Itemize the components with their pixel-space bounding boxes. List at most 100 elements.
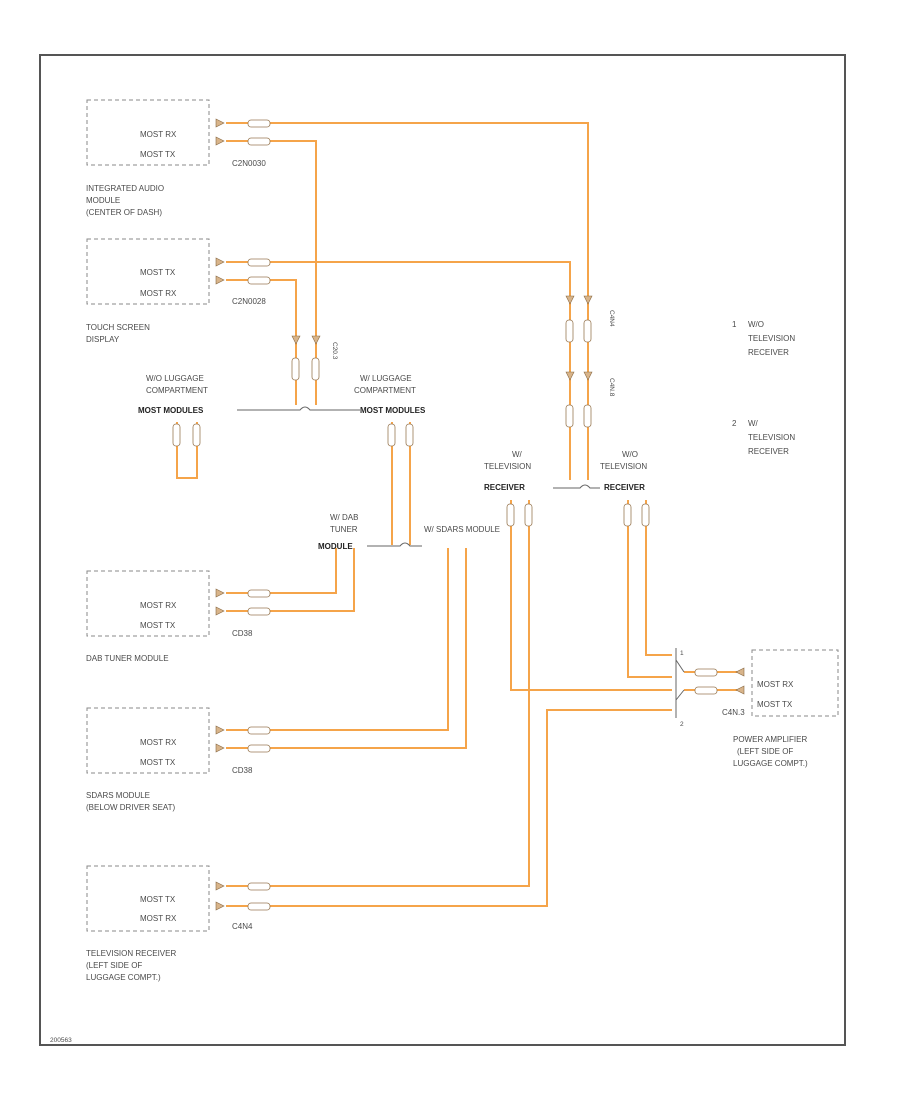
- tvr-module: MOST TX MOST RX C4N4 TELEVISION RECEIVER…: [86, 865, 253, 982]
- connector-pill: [565, 404, 574, 428]
- lug-w-label-3: MOST MODULES: [360, 406, 426, 415]
- pin-marker: [215, 881, 225, 891]
- connector-pill: [247, 276, 271, 285]
- connector-pill: [247, 258, 271, 267]
- dab-w-label-1: W/ DAB: [330, 513, 358, 522]
- amp-branch-n2: 2: [680, 721, 684, 728]
- connector-pill: [583, 319, 592, 343]
- sdars-w-label: W/ SDARS MODULE: [424, 525, 500, 534]
- inline-connectors: [172, 119, 718, 911]
- iam-connector: C2N0030: [232, 159, 266, 168]
- iam-caption-3: (CENTER OF DASH): [86, 208, 162, 217]
- wire-wo-loop: [176, 422, 198, 479]
- tsd-caption-2: DISPLAY: [86, 335, 120, 344]
- wire-label-c20-3: C20.3: [331, 342, 338, 360]
- pin-marker: [215, 901, 225, 911]
- pin-marker: [215, 743, 225, 753]
- connector-pill: [583, 404, 592, 428]
- amp-branch-n1: 1: [680, 650, 684, 657]
- tvr-box: [86, 865, 210, 932]
- wire-label-c4n4: C4N4: [608, 310, 615, 327]
- legend-num-1: 1: [732, 320, 737, 329]
- legend-item1-1: W/O: [748, 320, 764, 329]
- connector-pill: [405, 423, 414, 447]
- lug-w-label-2: COMPARTMENT: [354, 386, 416, 395]
- dab-module: MOST RX MOST TX CD38 DAB TUNER MODULE: [86, 570, 253, 663]
- wire-dab-2: [226, 548, 355, 612]
- amp-module: MOST RX MOST TX C4N.3 POWER AMPLIFIER (L…: [722, 649, 839, 768]
- junction-lines: [237, 406, 600, 547]
- connector-pill: [247, 119, 271, 128]
- legend-item2-2: TELEVISION: [748, 433, 795, 442]
- connector-pill: [247, 882, 271, 891]
- tv-wo-label-1: W/O: [622, 450, 638, 459]
- connector-pill: [247, 589, 271, 598]
- dab-w-label-3: MODULE: [318, 542, 353, 551]
- pin-marker: [735, 685, 745, 695]
- wire-tvr-2: [226, 709, 672, 907]
- wire-label-c4n8: C4N.8: [608, 378, 615, 397]
- sdars-caption-2: (BELOW DRIVER SEAT): [86, 803, 176, 812]
- tsd-pin2-label: MOST RX: [140, 289, 177, 298]
- wire-wotv-1: [627, 500, 672, 678]
- dab-pin2-label: MOST TX: [140, 621, 176, 630]
- pin-markers: [215, 118, 745, 911]
- pin-marker: [583, 295, 593, 305]
- sdars-connector: CD38: [232, 766, 253, 775]
- connector-pill: [291, 357, 300, 381]
- tv-w-label-2: TELEVISION: [484, 462, 531, 471]
- legend-item1-2: TELEVISION: [748, 334, 795, 343]
- wire-iam-rx: [226, 122, 589, 480]
- pin-marker: [291, 335, 301, 345]
- dab-box: [86, 570, 210, 637]
- sdars-box: [86, 707, 210, 774]
- junction-luggage: [237, 406, 360, 411]
- tvr-caption-1: TELEVISION RECEIVER: [86, 949, 176, 958]
- legend-item1-3: RECEIVER: [748, 348, 789, 357]
- amp-caption-1: POWER AMPLIFIER: [733, 735, 807, 744]
- pin-marker: [311, 335, 321, 345]
- pin-marker: [215, 257, 225, 267]
- tv-wo-label-2: TELEVISION: [600, 462, 647, 471]
- wire-sdars-2: [226, 548, 467, 749]
- tvr-caption-2: (LEFT SIDE OF: [86, 961, 142, 970]
- junction-dab-sdars: [367, 542, 422, 547]
- sdars-pin2-label: MOST TX: [140, 758, 176, 767]
- pin-marker: [565, 295, 575, 305]
- legend-item2-1: W/: [748, 419, 759, 428]
- connector-pill: [623, 503, 632, 527]
- dab-pin1-label: MOST RX: [140, 601, 177, 610]
- dab-caption-1: DAB TUNER MODULE: [86, 654, 169, 663]
- tvr-pin1-label: MOST TX: [140, 895, 176, 904]
- connector-pill: [524, 503, 533, 527]
- amp-branch-bracket: [675, 648, 685, 718]
- tvr-connector: C4N4: [232, 922, 253, 931]
- amp-caption-3: LUGGAGE COMPT.): [733, 759, 808, 768]
- connector-pill: [641, 503, 650, 527]
- connector-pill: [694, 668, 718, 677]
- tv-w-label-3: RECEIVER: [484, 483, 525, 492]
- wire-iam-tx: [226, 140, 317, 405]
- lug-wo-label-2: COMPARTMENT: [146, 386, 208, 395]
- amp-connector: C4N.3: [722, 708, 745, 717]
- connector-pill: [387, 423, 396, 447]
- iam-pin2-label: MOST TX: [140, 150, 176, 159]
- amp-pin2-label: MOST TX: [757, 700, 793, 709]
- tvr-caption-3: LUGGAGE COMPT.): [86, 973, 161, 982]
- tv-wo-label-3: RECEIVER: [604, 483, 645, 492]
- footer-code: 200563: [50, 1037, 72, 1044]
- connector-pill: [192, 423, 201, 447]
- sdars-module: MOST RX MOST TX CD38 SDARS MODULE (BELOW…: [86, 707, 253, 812]
- pin-marker: [583, 371, 593, 381]
- lug-w-label-1: W/ LUGGAGE: [360, 374, 412, 383]
- connector-pill: [565, 319, 574, 343]
- tv-w-label-1: W/: [512, 450, 523, 459]
- junction-tv: [553, 484, 600, 489]
- wires: [176, 122, 740, 907]
- connector-pill: [506, 503, 515, 527]
- pin-marker: [565, 371, 575, 381]
- tsd-box: [86, 238, 210, 305]
- connector-pill: [247, 902, 271, 911]
- wire-wtv-amp: [510, 500, 672, 691]
